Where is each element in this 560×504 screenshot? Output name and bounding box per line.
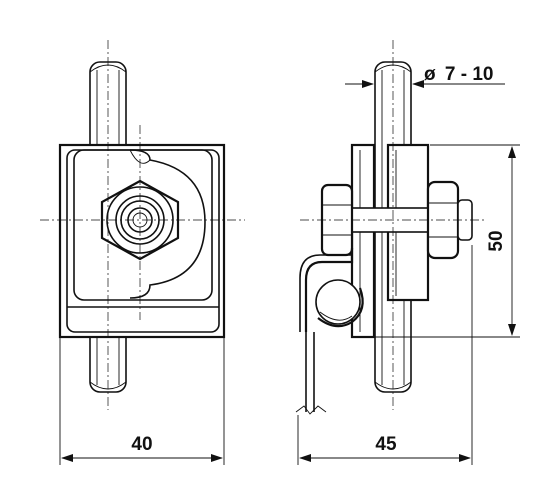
dimension-45: 45 [297, 245, 473, 465]
side-hook [295, 248, 364, 415]
diameter-symbol: ø [424, 64, 436, 85]
dimension-40: 40 [59, 338, 225, 465]
dimension-50-label: 50 [486, 230, 507, 251]
dimension-50: 50 [374, 144, 520, 338]
diameter-value: 7 - 10 [445, 64, 494, 85]
dimension-diameter: ø 7 - 10 [345, 64, 505, 88]
front-view [40, 40, 245, 410]
dimension-45-label: 45 [375, 434, 397, 455]
dimension-40-label: 40 [131, 434, 152, 455]
svg-text:ø 7 - 10: ø 7 - 10 [424, 64, 493, 85]
side-view [295, 40, 485, 415]
